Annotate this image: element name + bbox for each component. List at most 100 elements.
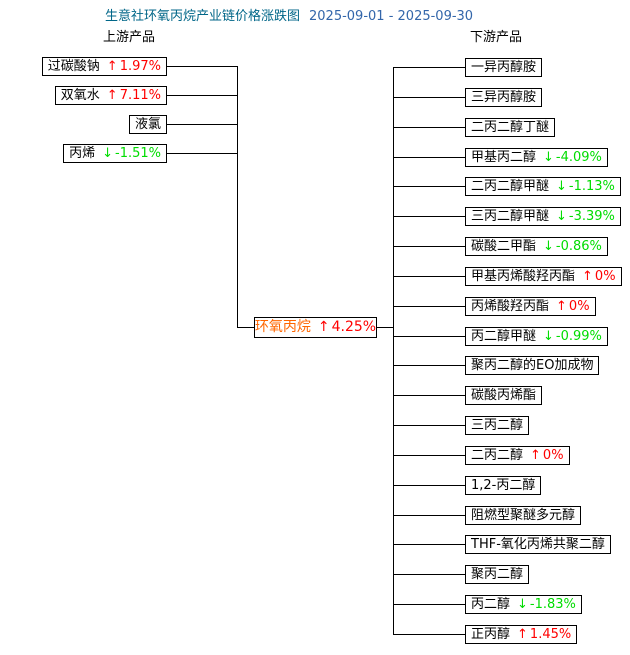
downstream-product-box[interactable]: 甲基丙二醇 ↓-4.09% bbox=[465, 148, 608, 167]
connector-line bbox=[377, 327, 393, 328]
upstream-product-box[interactable]: 双氧水 ↑7.11% bbox=[54, 86, 167, 105]
downstream-product-box[interactable]: 正丙醇 ↑1.45% bbox=[465, 625, 578, 644]
price-change: ↓-1.13% bbox=[556, 179, 615, 194]
connector-line bbox=[393, 515, 465, 516]
product-label: 甲基丙二醇 bbox=[471, 150, 537, 165]
down-arrow-icon: ↓ bbox=[556, 179, 567, 194]
connector-line bbox=[393, 395, 465, 396]
downstream-product-box[interactable]: 三异丙醇胺 bbox=[465, 88, 543, 107]
price-change-value: 7.11% bbox=[119, 88, 161, 103]
connector-line bbox=[393, 67, 394, 635]
product-label: 一异丙醇胺 bbox=[471, 60, 537, 75]
up-arrow-icon: ↑ bbox=[106, 59, 118, 74]
price-change: ↑0% bbox=[582, 269, 616, 284]
price-change: ↓-0.86% bbox=[543, 239, 602, 254]
downstream-product-box[interactable]: 丙二醇甲醚 ↓-0.99% bbox=[465, 327, 608, 346]
upstream-product-box[interactable]: 丙烯 ↓-1.51% bbox=[63, 144, 167, 163]
downstream-product-box[interactable]: 一异丙醇胺 bbox=[465, 58, 543, 77]
product-label: 丙二醇甲醚 bbox=[471, 329, 537, 344]
product-label: 碳酸二甲酯 bbox=[471, 239, 537, 254]
price-change-value: -1.13% bbox=[568, 179, 615, 194]
price-change-value: -4.09% bbox=[555, 150, 602, 165]
connector-line bbox=[393, 336, 465, 337]
downstream-product-box[interactable]: 二丙二醇丁醚 bbox=[465, 118, 556, 137]
price-change-value: -0.99% bbox=[555, 329, 602, 344]
down-arrow-icon: ↓ bbox=[102, 146, 113, 161]
connector-line bbox=[393, 574, 465, 575]
upstream-header: 上游产品 bbox=[103, 30, 156, 45]
connector-line bbox=[393, 276, 465, 277]
downstream-product-box[interactable]: 二丙二醇甲醚↓-1.13% bbox=[465, 177, 621, 196]
price-change: ↑0% bbox=[556, 299, 590, 314]
price-change: ↑7.11% bbox=[107, 88, 161, 103]
price-change-value: -0.86% bbox=[555, 239, 602, 254]
connector-line bbox=[393, 544, 465, 545]
center-product-box[interactable]: 环氧丙烷 ↑4.25% bbox=[254, 317, 377, 338]
product-label: THF-氧化丙烯共聚二醇 bbox=[471, 537, 605, 552]
downstream-product-box[interactable]: 丙烯酸羟丙酯↑0% bbox=[465, 297, 596, 316]
price-change: ↓-1.51% bbox=[102, 146, 161, 161]
downstream-product-box[interactable]: THF-氧化丙烯共聚二醇 bbox=[465, 535, 611, 554]
up-arrow-icon: ↑ bbox=[106, 88, 118, 103]
price-change: ↑1.97% bbox=[107, 59, 161, 74]
downstream-product-box[interactable]: 三丙二醇甲醚↓-3.39% bbox=[465, 207, 621, 226]
product-label: 丙烯 bbox=[69, 146, 96, 161]
product-label: 三丙二醇甲醚 bbox=[471, 209, 550, 224]
connector-line bbox=[393, 127, 465, 128]
downstream-product-box[interactable]: 二丙二醇 ↑0% bbox=[465, 446, 570, 465]
upstream-product-box[interactable]: 过碳酸钠 ↑1.97% bbox=[41, 57, 167, 76]
connector-line bbox=[393, 455, 465, 456]
product-label: 正丙醇 bbox=[471, 627, 511, 642]
page-title: 生意社环氧丙烷产业链价格涨跌图 2025-09-01 - 2025-09-30 bbox=[105, 9, 473, 24]
up-arrow-icon: ↑ bbox=[582, 269, 593, 284]
price-change: ↓-1.83% bbox=[517, 597, 576, 612]
connector-line bbox=[393, 97, 465, 98]
price-change: ↑1.45% bbox=[517, 627, 571, 642]
connector-line bbox=[167, 153, 237, 154]
price-change-value: 4.25% bbox=[331, 319, 377, 335]
connector-line bbox=[393, 634, 465, 635]
down-arrow-icon: ↓ bbox=[543, 150, 554, 165]
down-arrow-icon: ↓ bbox=[543, 239, 554, 254]
downstream-product-box[interactable]: 碳酸二甲酯 ↓-0.86% bbox=[465, 237, 608, 256]
downstream-product-box[interactable]: 1,2-丙二醇 bbox=[465, 476, 542, 495]
downstream-product-box[interactable]: 聚丙二醇 bbox=[465, 565, 530, 584]
product-label: 双氧水 bbox=[60, 88, 100, 103]
downstream-product-box[interactable]: 阻燃型聚醚多元醇 bbox=[465, 506, 582, 525]
product-label: 过碳酸钠 bbox=[47, 59, 100, 74]
up-arrow-icon: ↑ bbox=[517, 627, 528, 642]
product-label: 二丙二醇 bbox=[471, 448, 524, 463]
connector-line bbox=[393, 67, 465, 68]
title-date-range: 2025-09-01 - 2025-09-30 bbox=[309, 9, 474, 24]
connector-line bbox=[393, 485, 465, 486]
price-change-value: 1.97% bbox=[119, 59, 161, 74]
connector-line bbox=[393, 186, 465, 187]
downstream-product-box[interactable]: 三丙二醇 bbox=[465, 416, 530, 435]
price-change-value: 0% bbox=[542, 448, 564, 463]
page-title-text: 生意社环氧丙烷产业链价格涨跌图 bbox=[105, 9, 301, 24]
product-label: 丙二醇 bbox=[471, 597, 511, 612]
up-arrow-icon: ↑ bbox=[317, 319, 330, 335]
price-change: ↓-0.99% bbox=[543, 329, 602, 344]
up-arrow-icon: ↑ bbox=[556, 299, 567, 314]
connector-line bbox=[393, 604, 465, 605]
downstream-product-box[interactable]: 甲基丙烯酸羟丙酯↑0% bbox=[465, 267, 622, 286]
price-change-value: 0% bbox=[594, 269, 616, 284]
connector-line bbox=[393, 157, 465, 158]
connector-line bbox=[393, 425, 465, 426]
downstream-product-box[interactable]: 聚丙二醇的EO加成物 bbox=[465, 356, 600, 375]
product-label: 碳酸丙烯酯 bbox=[471, 388, 537, 403]
down-arrow-icon: ↓ bbox=[517, 597, 528, 612]
product-label: 环氧丙烷 bbox=[254, 319, 311, 335]
downstream-product-box[interactable]: 丙二醇 ↓-1.83% bbox=[465, 595, 582, 614]
upstream-product-box[interactable]: 液氯 bbox=[128, 115, 167, 134]
downstream-product-box[interactable]: 碳酸丙烯酯 bbox=[465, 386, 543, 405]
connector-line bbox=[167, 95, 237, 96]
price-change: ↓-4.09% bbox=[543, 150, 602, 165]
product-label: 阻燃型聚醚多元醇 bbox=[471, 508, 576, 523]
up-arrow-icon: ↑ bbox=[530, 448, 541, 463]
price-change-value: -1.83% bbox=[529, 597, 576, 612]
price-change-value: -3.39% bbox=[568, 209, 615, 224]
connector-line bbox=[393, 246, 465, 247]
connector-line bbox=[237, 66, 238, 328]
